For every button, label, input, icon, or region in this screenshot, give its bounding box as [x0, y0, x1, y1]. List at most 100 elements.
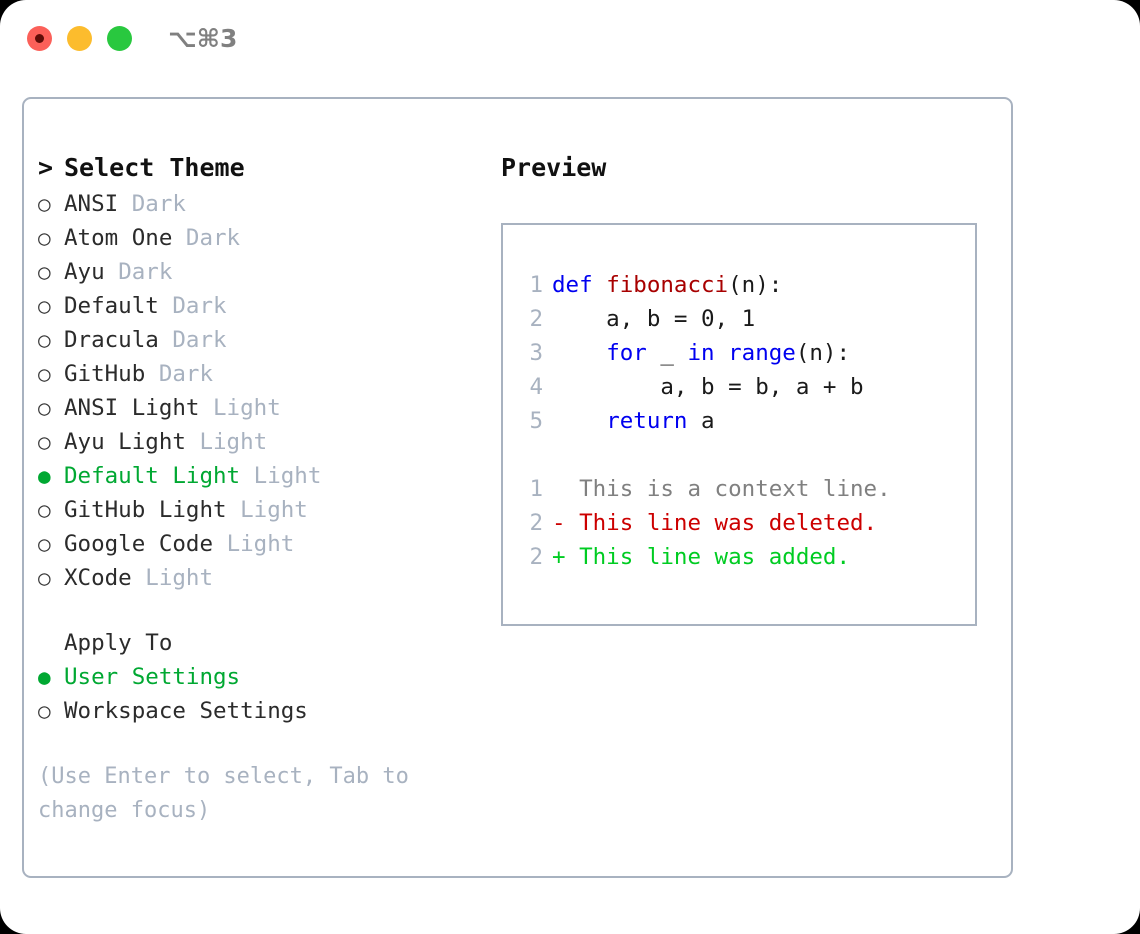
theme-name-label: Google Code: [64, 531, 214, 557]
theme-name-label: GitHub: [64, 361, 146, 387]
radio-unselected-icon[interactable]: ○: [38, 699, 51, 723]
theme-option-row[interactable]: ○ Google Code Light: [38, 527, 498, 561]
code-token: fibonacci: [606, 272, 729, 298]
minimize-button[interactable]: [67, 26, 92, 51]
code-token: a, b = b, a + b: [552, 374, 864, 400]
apply-to-section: Apply To ● User Settings ○ Workspace Settin…: [38, 626, 498, 728]
spacer: [159, 293, 173, 319]
theme-option-row[interactable]: ○ Ayu Light Light: [38, 425, 498, 459]
apply-to-option-row[interactable]: ● User Settings: [38, 660, 498, 694]
code-line-text: def fibonacci(n):: [543, 272, 782, 298]
radio-unselected-icon[interactable]: ○: [38, 328, 51, 352]
radio-unselected-icon[interactable]: ○: [38, 498, 51, 522]
radio-unselected-icon[interactable]: ○: [38, 294, 51, 318]
diff-line-text: This is a context line.: [552, 476, 891, 502]
code-line-text: a, b = b, a + b: [543, 374, 864, 400]
code-token: a: [687, 408, 715, 434]
apply-to-options-list[interactable]: ● User Settings ○ Workspace Settings: [38, 660, 498, 728]
spacer: [240, 463, 254, 489]
theme-name-label: Ayu Light: [64, 429, 186, 455]
diff-line-text: + This line was added.: [552, 544, 851, 570]
keyboard-shortcut-label: ⌥⌘3: [168, 24, 238, 53]
theme-option-row[interactable]: ○Dracula Dark: [38, 323, 498, 357]
radio-unselected-icon[interactable]: ○: [38, 430, 51, 454]
code-token: (n):: [728, 272, 783, 298]
theme-options-list[interactable]: ○ANSI Dark○Atom One Dark○Ayu Dark○Defaul…: [38, 187, 498, 595]
maximize-button[interactable]: [107, 26, 132, 51]
line-number: 2: [529, 544, 543, 570]
diff-line: 2 + This line was added.: [515, 540, 965, 574]
diff-line: 1 This is a context line.: [515, 472, 965, 506]
radio-unselected-icon[interactable]: ○: [38, 396, 51, 420]
keyboard-hint-text: (Use Enter to select, Tab to change focu…: [38, 764, 409, 823]
code-line: 4 a, b = b, a + b: [515, 370, 965, 404]
theme-option-row[interactable]: ○Atom One Dark: [38, 221, 498, 255]
theme-option-row[interactable]: ○ GitHub Dark: [38, 357, 498, 391]
theme-variant-label: Dark: [118, 259, 173, 285]
theme-name-label: ANSI: [64, 191, 119, 217]
spacer: [118, 191, 132, 217]
radio-unselected-icon[interactable]: ○: [38, 532, 51, 556]
code-token: def: [552, 272, 607, 298]
code-token: return: [606, 408, 688, 434]
spacer: [172, 225, 186, 251]
code-token: range: [728, 340, 796, 366]
spacer: [213, 531, 227, 557]
theme-variant-label: Dark: [131, 191, 186, 217]
spacer: [132, 565, 146, 591]
code-line-text: a, b = 0, 1: [543, 306, 755, 332]
theme-variant-label: Dark: [172, 293, 227, 319]
theme-name-label: Default Light: [64, 463, 241, 489]
theme-variant-label: Dark: [158, 361, 214, 387]
theme-variant-label: Light: [213, 395, 281, 421]
theme-option-row[interactable]: ○ANSI Light Light: [38, 391, 498, 425]
radio-unselected-icon[interactable]: ○: [38, 226, 51, 250]
code-token: in: [687, 340, 715, 366]
radio-unselected-icon[interactable]: ○: [38, 362, 51, 386]
theme-variant-label: Dark: [172, 327, 227, 353]
radio-selected-icon[interactable]: ●: [38, 464, 51, 488]
theme-option-row[interactable]: ○XCode Light: [38, 561, 498, 595]
theme-variant-label: Light: [199, 429, 268, 455]
line-number: 4: [529, 374, 543, 400]
code-token: [552, 408, 606, 434]
theme-name-label: Atom One: [64, 225, 173, 251]
theme-name-label: XCode: [64, 565, 132, 591]
line-number: 2: [529, 306, 543, 332]
apply-to-heading: Apply To: [64, 630, 173, 656]
radio-unselected-icon[interactable]: ○: [38, 192, 51, 216]
radio-unselected-icon[interactable]: ○: [38, 566, 51, 590]
theme-option-row[interactable]: ○ ANSI Dark: [38, 187, 498, 221]
theme-option-row[interactable]: ○Default Dark: [38, 289, 498, 323]
line-number: 5: [529, 408, 543, 434]
line-number: 1: [529, 476, 543, 502]
diff-line: 2- This line was deleted.: [515, 506, 965, 540]
page-title: Select Theme: [64, 153, 245, 182]
theme-option-row[interactable]: ○GitHub Light Light: [38, 493, 498, 527]
apply-to-label: User Settings: [64, 664, 241, 690]
theme-variant-label: Light: [253, 463, 322, 489]
code-line: 5 return a: [515, 404, 965, 438]
code-line: 2 a, b = 0, 1: [515, 302, 965, 336]
code-line: 3 for _ in range(n):: [515, 336, 965, 370]
theme-option-row[interactable]: ● Default Light Light: [38, 459, 498, 493]
code-token: [552, 340, 606, 366]
spacer: [145, 361, 159, 387]
title-bar: ⌥⌘3: [0, 0, 1140, 78]
theme-option-row[interactable]: ○ Ayu Dark: [38, 255, 498, 289]
theme-name-label: Ayu: [64, 259, 105, 285]
code-token: (n):: [795, 340, 851, 366]
line-number: 3: [529, 340, 543, 366]
apply-to-option-row[interactable]: ○ Workspace Settings: [38, 694, 498, 728]
theme-variant-label: Light: [226, 531, 295, 557]
radio-selected-icon[interactable]: ●: [38, 665, 51, 689]
apply-to-label: Workspace Settings: [64, 698, 308, 724]
theme-variant-label: Light: [240, 497, 308, 523]
radio-unselected-icon[interactable]: ○: [38, 260, 51, 284]
spacer: [105, 259, 119, 285]
